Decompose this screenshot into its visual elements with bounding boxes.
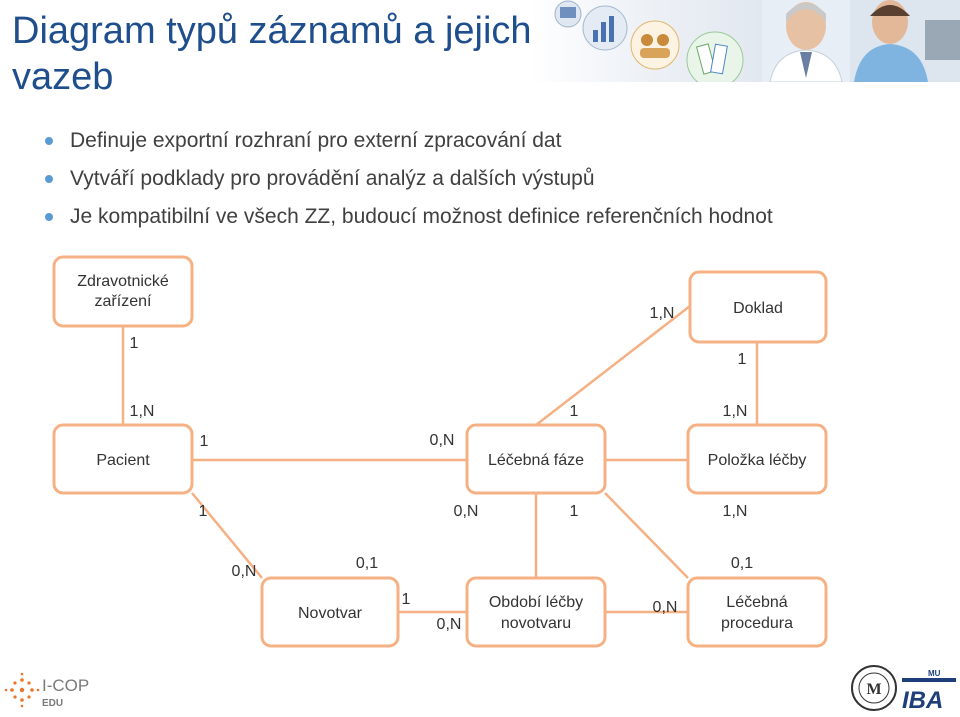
bullet-item: Vytváří podklady pro provádění analýz a … [40,160,773,198]
relation-doklad-faze [535,305,691,426]
slide-title-line1: Diagram typů záznamů a jejich [12,10,532,52]
entity-doklad [688,270,828,344]
cardinality-label: 0,1 [731,555,753,572]
doctor-photo [762,0,850,82]
bullet-dot-icon [45,137,53,145]
entity-pacient [52,423,194,495]
cardinality-label: 0,N [232,563,257,580]
people-icon [630,20,680,70]
slide-title-line2: vazeb [12,56,114,98]
iba-logo-icon: MU IBA [902,669,956,714]
bullet-list: Definuje exportní rozhraní pro externí z… [40,122,773,236]
entity-lecebna-faze [465,423,607,495]
mu-logo-text: MU [928,669,941,678]
entity-label: Léčebná [726,594,787,611]
slide-title: Diagram typů záznamů a jejich vazeb [12,8,552,100]
cardinality-label: 0,N [653,599,678,616]
cardinality-label: 1,N [723,403,748,420]
entity-polozka-lecby [686,423,828,495]
relation-faze-procedura [604,492,689,579]
bullet-item: Je kompatibilní ve všech ZZ, budoucí mož… [40,198,773,236]
nurse-photo [850,0,960,82]
entity-label: Doklad [733,300,783,317]
university-seal-logo: M [850,664,898,712]
iba-logo-text: IBA [902,687,943,712]
bullet-item: Definuje exportní rozhraní pro externí z… [40,122,773,160]
bullet-text: Je kompatibilní ve všech ZZ, budoucí mož… [70,205,773,228]
bullet-dot-icon [45,175,53,183]
entity-label: Pacient [96,452,150,469]
entity-label: procedura [721,615,793,632]
relation-pacient-novotvar [191,492,263,579]
monitor-icon [554,0,582,28]
entity-label: zařízení [95,293,152,310]
cardinality-label: 1 [130,335,139,352]
cardinality-label: 1,N [650,305,675,322]
documents-icon [686,31,744,82]
bullet-dot-icon [45,213,53,221]
header-photo-collage [530,0,960,82]
entity-label: Období léčby [489,594,583,611]
chart-icon [582,5,628,51]
entity-label: novotvaru [501,615,571,632]
entity-novotvar [260,576,400,648]
cardinality-label: 0,N [430,432,455,449]
svg-text:M: M [866,681,881,698]
cardinality-label: 0,N [454,503,479,520]
cardinality-label: 0,1 [356,555,378,572]
iba-mu-logo: MU IBA [900,666,958,714]
entity-label: Zdravotnické [77,273,169,290]
icop-logo-icon: I-COP EDU [4,672,89,709]
icop-logo-text: I-COP [42,676,89,695]
entity-lecebna-procedura [686,576,828,648]
cardinality-label: 1,N [130,403,155,420]
cardinality-label: 1 [199,503,208,520]
cardinality-label: 1 [570,503,579,520]
cardinality-label: 1 [738,351,747,368]
cardinality-label: 1 [570,403,579,420]
entity-obdobi-lecby-novotvaru [465,576,607,648]
icop-edu-logo: I-COP EDU [4,672,114,712]
entity-zdravotnicke-zarizeni [52,255,194,328]
entity-label: Položka léčby [708,452,807,469]
cardinality-label: 0,N [437,616,462,633]
bullet-text: Vytváří podklady pro provádění analýz a … [70,167,595,190]
icop-logo-subtext: EDU [42,698,63,709]
cardinality-label: 1 [200,433,209,450]
cardinality-label: 1 [402,591,411,608]
entity-label: Novotvar [298,605,363,622]
university-seal-icon: M [851,665,897,711]
entity-label: Léčebná fáze [488,452,584,469]
cardinality-label: 1,N [723,503,748,520]
bullet-text: Definuje exportní rozhraní pro externí z… [70,129,562,152]
